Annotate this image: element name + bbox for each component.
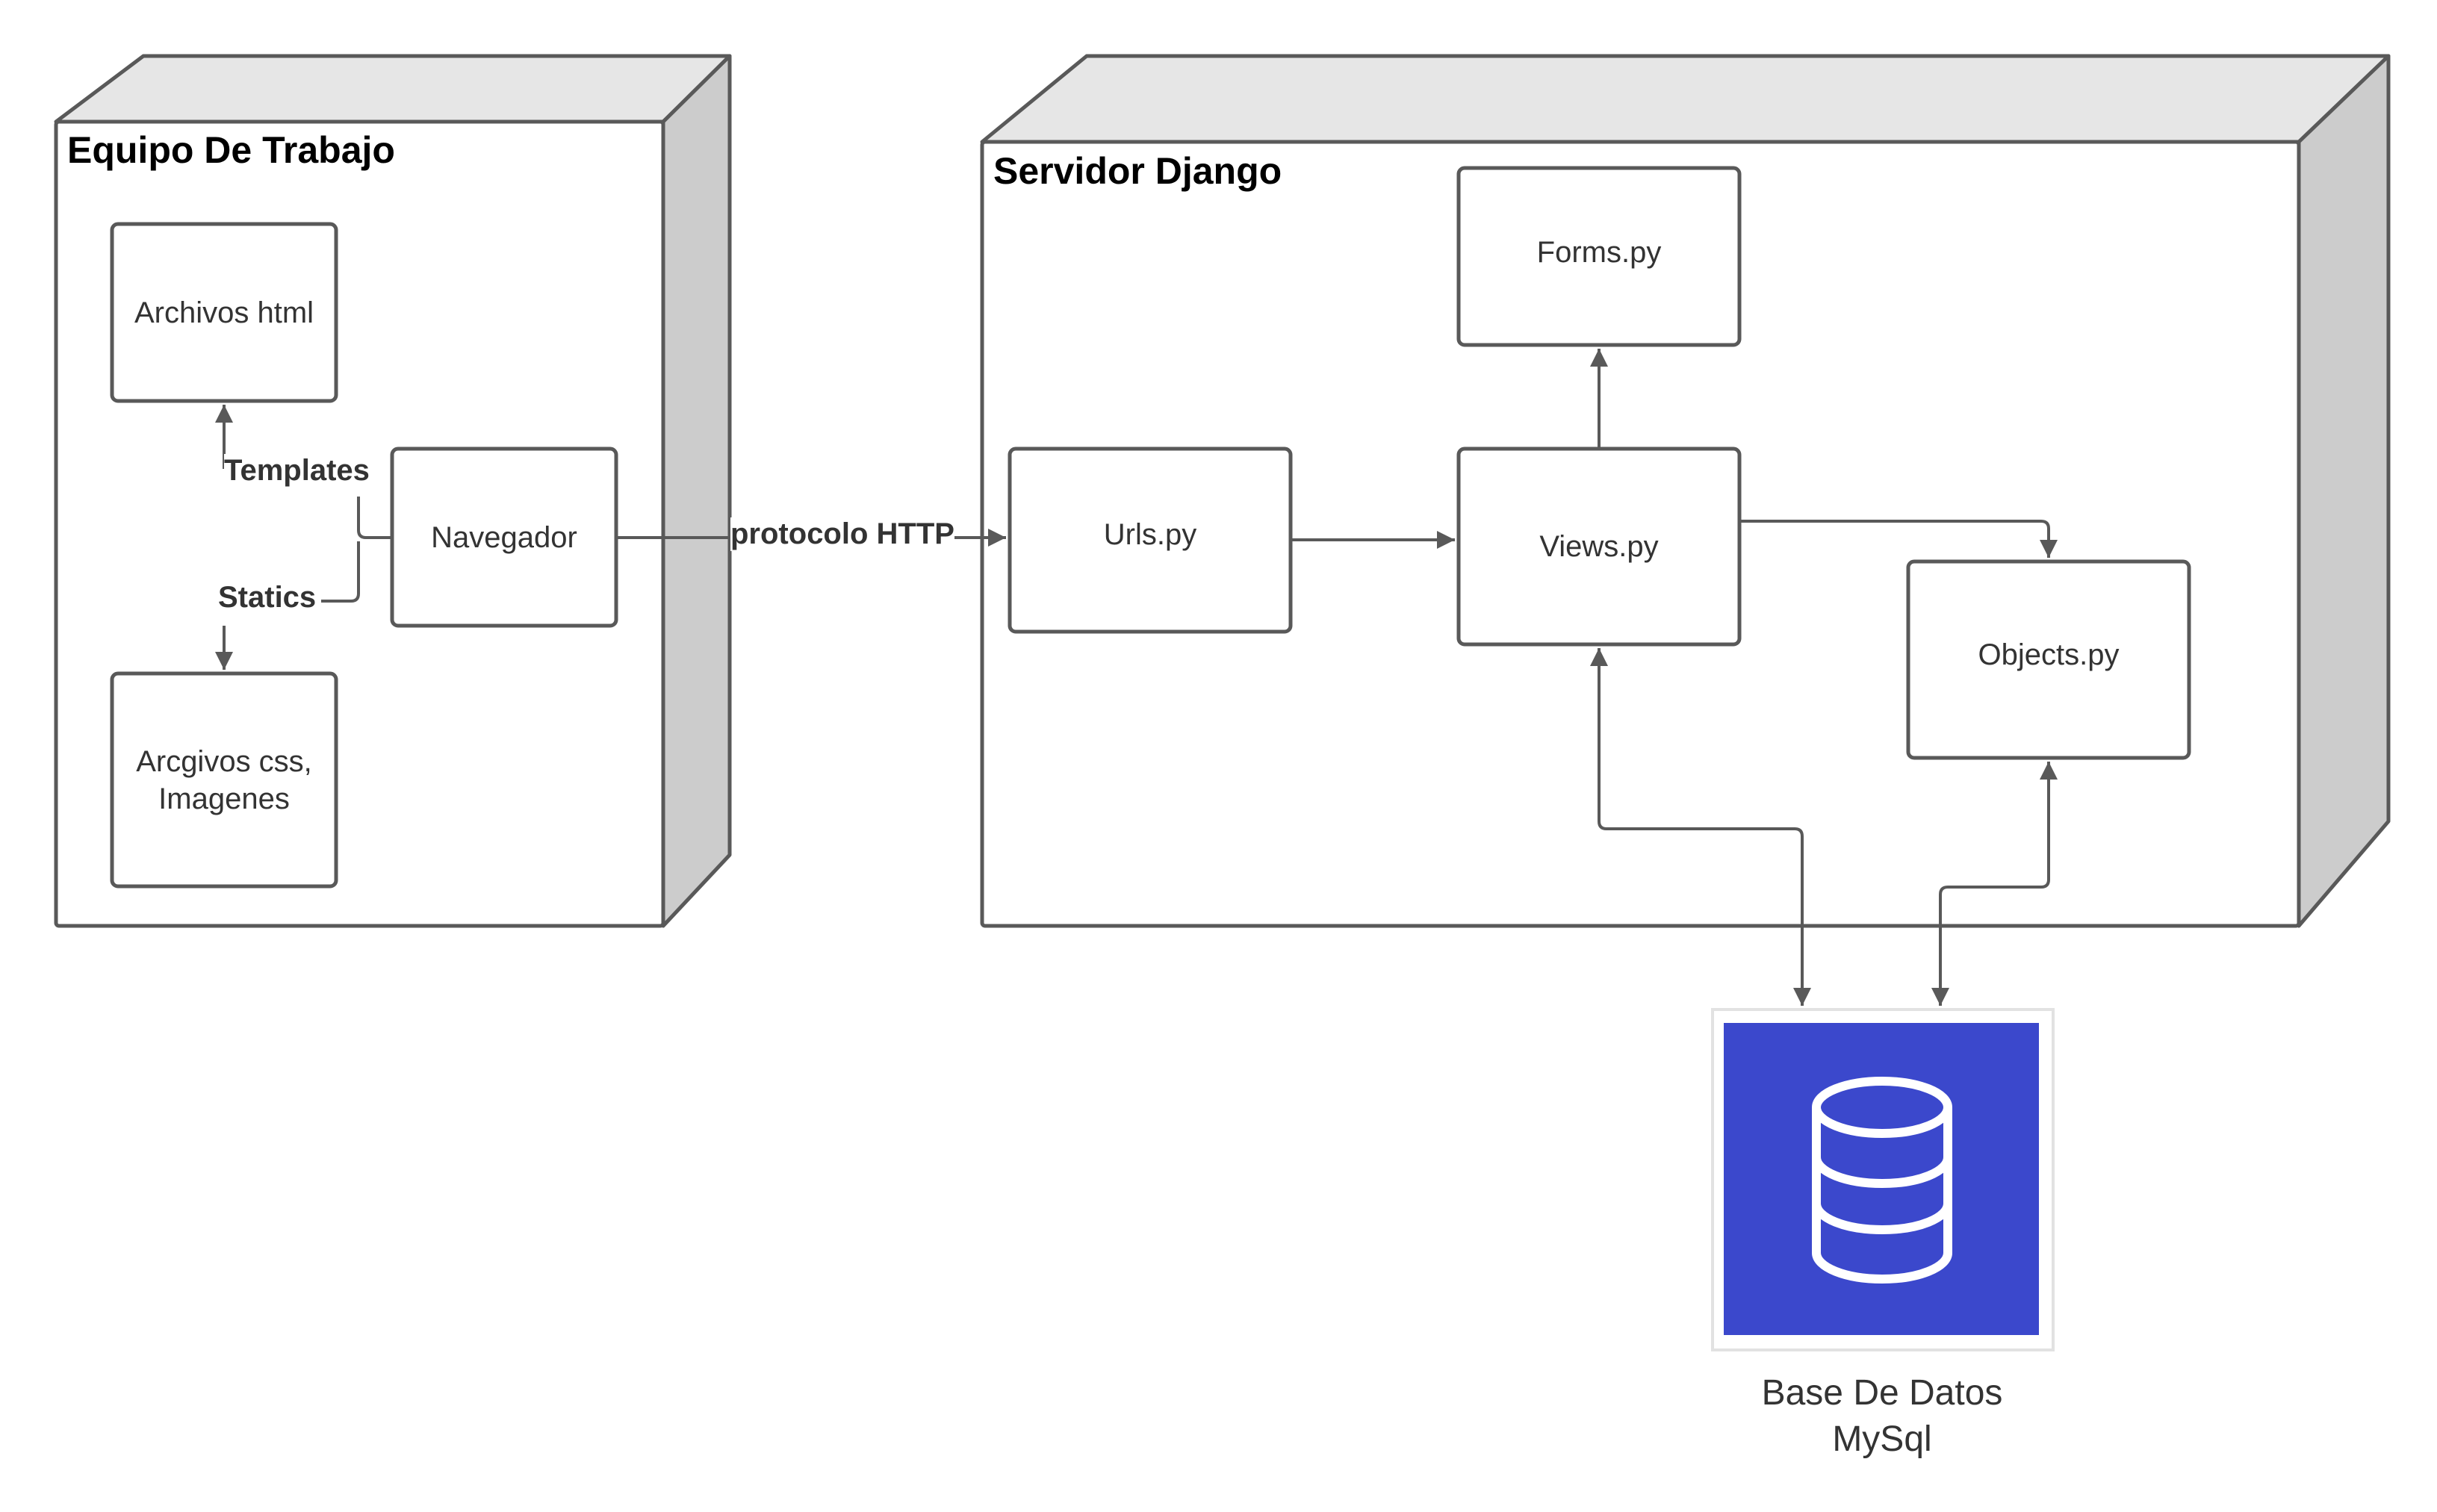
statics-edge-label: Statics [218,581,317,615]
database-icon [1711,1008,2055,1351]
forms-label: Forms.py [1536,235,1662,269]
database-caption-line1: Base De Datos [1761,1373,2003,1413]
navegador-label: Navegador [431,520,577,554]
http-edge-label: protocolo HTTP [730,517,954,551]
equipo-node-side [661,54,732,928]
views-label: Views.py [1539,530,1659,563]
archivos-html-label: Archivos html [134,296,314,329]
servidor-node-side [2297,54,2391,928]
database-caption: Base De Datos MySql [1695,1370,2069,1463]
servidor-title: Servidor Django [993,150,1282,192]
templates-edge-label: Templates [224,454,370,488]
equipo-node-top [54,54,732,124]
edge-views-objects [1739,520,2058,558]
database-caption-line2: MySql [1832,1419,1932,1460]
objects-box [1906,559,2191,760]
objects-label: Objects.py [1978,638,2120,671]
edge-objects-database [1931,762,2058,1006]
edge-statics [224,541,360,670]
equipo-title: Equipo De Trabajo [67,129,395,171]
servidor-node-top [980,54,2391,144]
archivos-css-label: Arcgivos css, Imagenes [136,744,312,815]
urls-label: Urls.py [1103,518,1197,551]
edge-views-database [1590,648,1811,1006]
forms-box [1456,166,1742,347]
database-cylinder-glyph [1812,1077,1952,1284]
